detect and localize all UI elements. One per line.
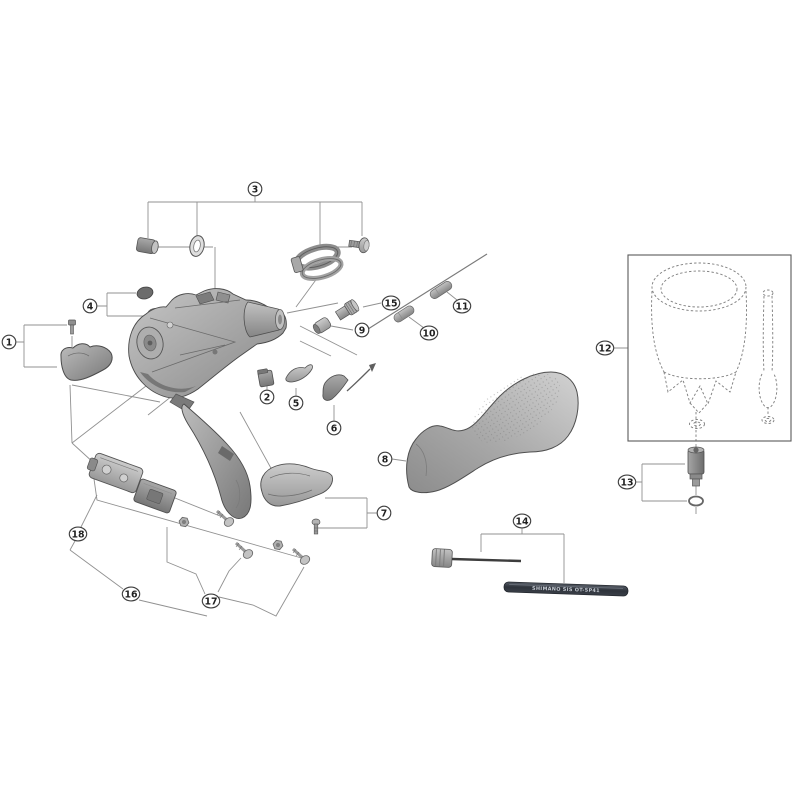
inner-cable <box>431 548 522 568</box>
callout-5[interactable]: 5 <box>288 395 304 411</box>
callout-2[interactable]: 2 <box>259 389 275 405</box>
callout-18-label: 18 <box>71 529 84 540</box>
hex-nut-small <box>178 516 190 528</box>
bracket-hood-cover <box>406 371 579 494</box>
callout-7[interactable]: 7 <box>376 505 392 521</box>
callout-1[interactable]: 1 <box>1 334 17 350</box>
callout-12-label: 12 <box>598 343 611 354</box>
callout-9-label: 9 <box>359 325 366 336</box>
brake-lever-blade <box>181 403 252 519</box>
leader-stubs-2-5-6-8-cover <box>239 383 407 471</box>
lever-paddle <box>60 343 113 381</box>
leader-stubs-9-10-11-15 <box>330 291 458 331</box>
plug-cylinder <box>687 446 705 487</box>
cover-screw <box>311 518 321 535</box>
guide-lines-body-cross <box>69 301 279 465</box>
callout-5-label: 5 <box>293 398 300 409</box>
callout-4[interactable]: 4 <box>82 298 98 314</box>
fixing-screw-a <box>215 509 235 527</box>
callout-1-label: 1 <box>6 337 13 348</box>
callout-12[interactable]: 12 <box>595 340 615 356</box>
fixing-screw-b <box>234 541 254 559</box>
bottom-cover <box>260 463 333 507</box>
clamp-band <box>290 243 344 281</box>
callout-6[interactable]: 6 <box>326 420 342 436</box>
callout-16[interactable]: 16 <box>121 586 141 602</box>
hex-nut-small-2 <box>272 539 284 551</box>
clamp-screw <box>348 237 370 254</box>
spring-wire-tip <box>369 363 376 372</box>
cable-sleeve-11 <box>429 281 453 299</box>
callout-10-label: 10 <box>422 328 436 339</box>
leader-bracket-14 <box>480 528 565 583</box>
shift-cable-line <box>356 253 488 337</box>
callout-16-label: 16 <box>124 589 138 600</box>
callout-17-label: 17 <box>204 596 217 607</box>
callout-13[interactable]: 13 <box>617 474 637 490</box>
tube-dashed <box>758 289 778 424</box>
hood-texture <box>471 373 561 443</box>
shifter-main-body <box>128 288 287 413</box>
boot <box>312 317 332 334</box>
callout-3[interactable]: 3 <box>247 181 263 197</box>
fixing-screw-c <box>291 547 311 565</box>
callout-6-label: 6 <box>331 423 338 434</box>
callout-9[interactable]: 9 <box>354 322 370 338</box>
callout-10[interactable]: 10 <box>419 325 439 341</box>
callout-3-label: 3 <box>252 184 259 195</box>
paddle-screw <box>68 319 76 335</box>
callout-13-label: 13 <box>620 477 633 488</box>
lever-paddle-crease <box>67 352 90 357</box>
adjusting-barrel <box>334 299 360 321</box>
plug-o-ring <box>688 495 704 507</box>
spring-plate <box>322 363 376 401</box>
body-underside <box>140 372 196 393</box>
barrel-nut <box>136 237 159 255</box>
rubber-cap <box>136 286 154 300</box>
body-creases <box>149 299 241 373</box>
callout-11-label: 11 <box>455 301 468 312</box>
reference-box-12 <box>627 254 792 442</box>
leader-lines-top-bracket-3 <box>147 196 363 317</box>
callout-2-label: 2 <box>264 392 271 403</box>
stopper-block <box>257 368 275 388</box>
callout-8-label: 8 <box>382 454 389 465</box>
callout-15-label: 15 <box>384 298 397 309</box>
casing-print: SHIMANO SIS OT-SP41 <box>532 586 600 594</box>
callout-11[interactable]: 11 <box>452 298 472 314</box>
outer-casing: SHIMANO SIS OT-SP41 <box>503 581 629 597</box>
callout-4-label: 4 <box>87 301 94 312</box>
leader-bracket-7 <box>318 497 377 529</box>
spring-wire <box>346 368 371 392</box>
blade-slot <box>218 446 234 461</box>
callout-14-label: 14 <box>515 516 529 527</box>
oval-washer <box>189 235 205 257</box>
guide-lines-cable-wedge <box>286 302 358 357</box>
callout-15[interactable]: 15 <box>381 295 401 311</box>
callout-18[interactable]: 18 <box>68 526 88 542</box>
grommet-cup-dashed <box>651 262 747 429</box>
cable-sleeve-10 <box>393 305 415 323</box>
leader-lines-right-12-13 <box>614 347 697 514</box>
switch-plate <box>86 452 144 494</box>
callout-14[interactable]: 14 <box>512 513 532 529</box>
mount-block <box>133 478 177 514</box>
callout-17[interactable]: 17 <box>201 593 221 609</box>
shift-lever-link <box>285 364 313 383</box>
callout-8[interactable]: 8 <box>377 451 393 467</box>
callout-7-label: 7 <box>381 508 388 519</box>
body-top-tabs <box>195 291 215 305</box>
